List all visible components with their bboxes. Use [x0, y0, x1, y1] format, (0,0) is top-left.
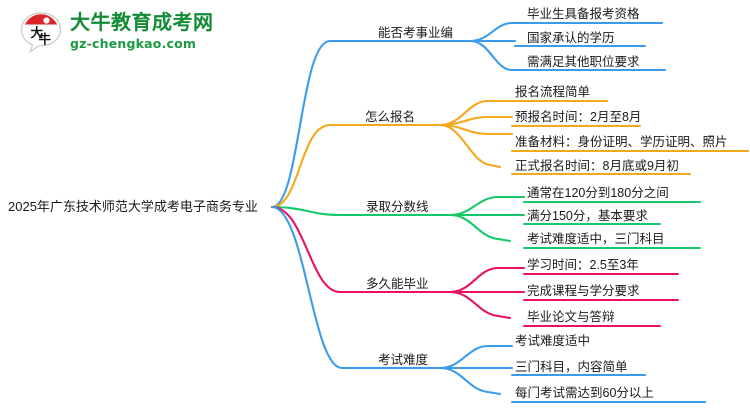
mindmap-branch-2[interactable]: 怎么报名 报名流程简单 预报名时间：2月至8月 准备材料：身份证明、学历证明、照… — [270, 84, 750, 209]
branch-5-label: 考试难度 — [378, 352, 429, 367]
mindmap-branch-4[interactable]: 多久能毕业 学习时间：2.5至3年 完成课程与学分要求 毕业论文与答辩 — [270, 205, 680, 328]
leaf-label: 满分150分，基本要求 — [527, 209, 648, 223]
mindmap-branch-1[interactable]: 能否考事业编 毕业生具备报考资格 国家承认的学历 需满足其他职位要求 — [270, 6, 667, 209]
edge-root-to-branch-3 — [270, 205, 365, 217]
leaf-label: 三门科目，内容简单 — [515, 359, 628, 374]
svg-text:大: 大 — [31, 25, 44, 40]
edge-branch-1-child-3 — [468, 39, 517, 72]
leaf-label: 正式报名时间：8月底或9月初 — [515, 158, 679, 173]
brand-name: 大牛教育成考网 — [70, 12, 214, 34]
leaf-label: 每门考试需达到60分以上 — [515, 385, 654, 400]
edge-branch-5-child-3 — [438, 366, 502, 396]
brand-block: 大牛教育成考网 gz-chengkao.com — [70, 11, 270, 52]
edge-root-to-branch-1 — [270, 39, 380, 209]
leaf-label: 学习时间：2.5至3年 — [527, 257, 639, 272]
site-header: 大 牛 大牛教育成考网 gz-chengkao.com — [18, 8, 268, 58]
leaf-label: 国家承认的学历 — [527, 30, 615, 45]
branch-2-label: 怎么报名 — [365, 109, 415, 124]
branch-4-label: 多久能毕业 — [366, 277, 429, 291]
mindmap-branch-3[interactable]: 录取分数线 通常在120分到180分之间 满分150分，基本要求 考试难度适中，… — [270, 186, 702, 250]
leaf-label: 毕业生具备报考资格 — [527, 6, 640, 21]
leaf-label: 通常在120分到180分之间 — [527, 186, 669, 200]
mindmap-root-label: 2025年广东技术师范大学成考电子商务专业 — [8, 199, 258, 214]
leaf-label: 考试难度适中，三门科目 — [527, 231, 665, 246]
edge-root-to-branch-4 — [270, 205, 365, 294]
leaf-label: 报名流程简单 — [515, 84, 590, 99]
edge-branch-2-child-4 — [438, 123, 502, 169]
mindmap-branch-5[interactable]: 考试难度 考试难度适中 三门科目，内容简单 每门考试需达到60分以上 — [270, 205, 707, 404]
edge-branch-1-child-1 — [468, 21, 517, 43]
speech-bubble-logo-icon: 大 牛 — [18, 10, 64, 54]
branch-3-label: 录取分数线 — [366, 199, 429, 214]
edge-branch-4-child-1 — [448, 266, 526, 294]
edge-branch-3-child-3 — [448, 213, 512, 243]
edge-root-to-branch-2 — [270, 123, 354, 209]
branch-1-label: 能否考事业编 — [378, 25, 453, 40]
edge-root-to-branch-5 — [270, 205, 367, 370]
edge-branch-3-child-1 — [448, 195, 526, 217]
brand-url: gz-chengkao.com — [70, 36, 197, 51]
leaf-label: 准备材料：身份证明、学历证明、照片 — [515, 134, 728, 149]
edge-branch-5-child-1 — [438, 344, 514, 370]
leaf-label: 考试难度适中 — [515, 333, 590, 348]
edge-branch-4-child-3 — [448, 290, 512, 320]
svg-text:牛: 牛 — [39, 32, 52, 47]
leaf-label: 毕业论文与答辩 — [527, 309, 615, 324]
leaf-label: 完成课程与学分要求 — [527, 283, 640, 298]
leaf-label: 预报名时间：2月至8月 — [515, 109, 641, 124]
edge-branch-2-child-1 — [438, 99, 514, 127]
leaf-label: 需满足其他职位要求 — [527, 54, 640, 69]
edge-branch-2-child-2 — [438, 115, 514, 127]
